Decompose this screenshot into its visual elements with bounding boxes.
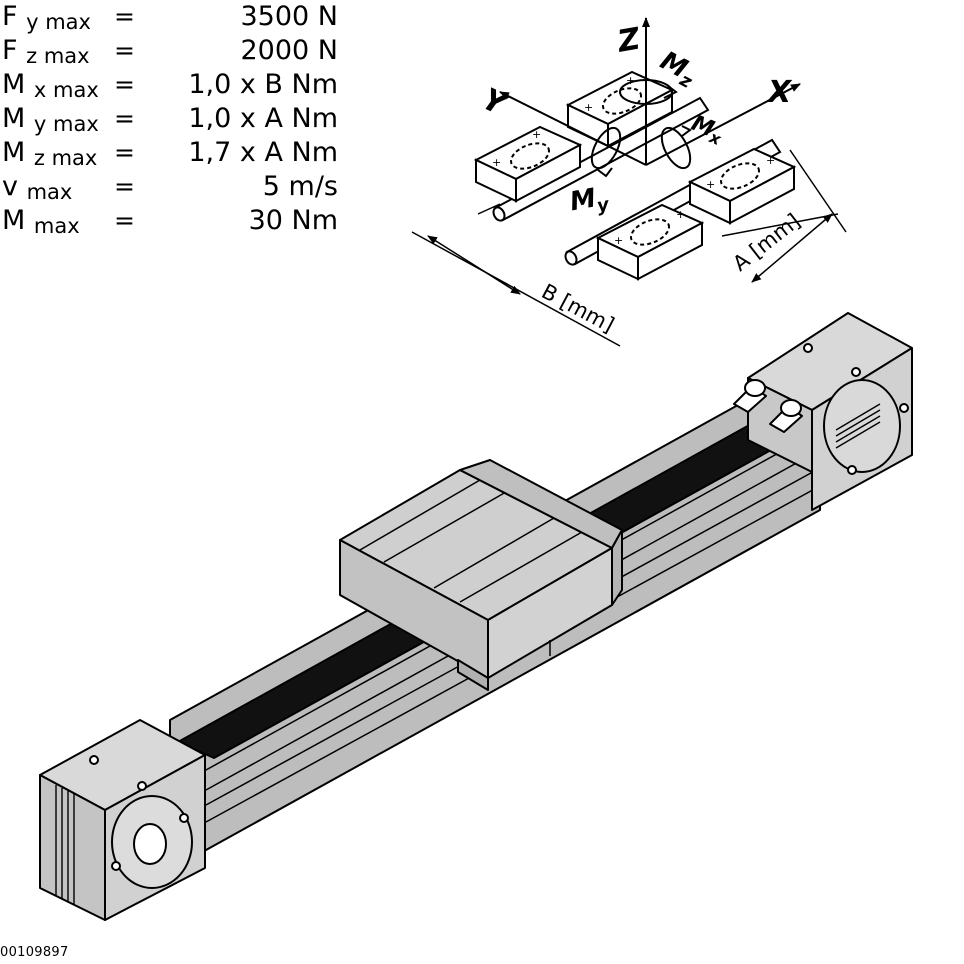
linear-module xyxy=(39,312,913,921)
guide-rail-left xyxy=(492,96,710,222)
my-label: My xyxy=(568,181,612,221)
spec-equals: = xyxy=(114,138,135,167)
spec-symbol: M z max xyxy=(2,136,97,175)
svg-text:+: + xyxy=(626,74,635,87)
spec-row: F z max = 2000 N xyxy=(0,34,360,68)
spec-equals: = xyxy=(114,70,135,99)
spec-symbol-subscript: y max xyxy=(26,10,91,34)
spec-symbol-base: M xyxy=(2,69,26,100)
bumper-left xyxy=(733,379,767,413)
spec-symbol-base: F xyxy=(2,1,18,32)
document-id: 00109897 xyxy=(0,945,69,960)
svg-text:+: + xyxy=(676,208,685,221)
spec-symbol-subscript: max xyxy=(33,214,80,238)
spec-row: M z max = 1,7 x A Nm xyxy=(0,136,360,170)
spec-symbol-base: M xyxy=(2,137,26,168)
spec-symbol: F z max xyxy=(2,34,90,73)
bearing-block-bottom: + + xyxy=(595,203,705,281)
x-axis xyxy=(645,83,801,166)
spec-value: 5 m/s xyxy=(262,171,338,202)
spec-equals: = xyxy=(114,172,135,201)
drive-shaft xyxy=(133,823,167,865)
spec-symbol: F y max xyxy=(2,0,91,39)
carriage xyxy=(339,459,623,691)
spec-symbol: v max xyxy=(2,170,72,209)
spec-table: F y max = 3500 N F z max = 2000 N M x max = 1,0 … xyxy=(0,0,360,250)
end-cap-left xyxy=(39,719,206,921)
x-axis-label: X xyxy=(766,75,793,110)
spec-symbol-subscript: z max xyxy=(33,146,98,170)
spec-row: M x max = 1,0 x B Nm xyxy=(0,68,360,102)
spec-row: M y max = 1,0 x A Nm xyxy=(0,102,360,136)
spec-symbol-subscript: max xyxy=(26,180,73,204)
bumper-right xyxy=(769,399,803,433)
spec-symbol: M y max xyxy=(2,102,99,141)
svg-text:+: + xyxy=(766,154,775,167)
my-moment-arc xyxy=(590,126,622,170)
spec-symbol-base: M xyxy=(2,103,26,134)
y-axis xyxy=(499,91,647,166)
spec-symbol-subscript: z max xyxy=(26,44,90,68)
spec-symbol: M x max xyxy=(2,68,99,107)
mz-moment-arc xyxy=(619,79,673,105)
spec-equals: = xyxy=(114,104,135,133)
z-axis-label: Z xyxy=(614,21,644,60)
spec-symbol-subscript: x max xyxy=(33,78,99,102)
spec-value: 1,0 x B Nm xyxy=(188,69,338,100)
spec-value: 1,7 x A Nm xyxy=(188,137,338,168)
y-axis-label: Y xyxy=(477,82,514,124)
spec-value: 2000 N xyxy=(240,35,339,66)
spec-row: v max = 5 m/s xyxy=(0,170,360,204)
svg-text:+: + xyxy=(584,101,593,114)
svg-text:+: + xyxy=(706,178,715,191)
spec-symbol-base: v xyxy=(2,171,18,202)
spec-symbol-subscript: y max xyxy=(33,112,99,136)
load-diagram: + + + + + + + + xyxy=(411,17,847,347)
spec-row: F y max = 3500 N xyxy=(0,0,360,34)
bearing-block-left: + + xyxy=(473,125,583,203)
spec-symbol-base: F xyxy=(2,35,18,66)
spec-equals: = xyxy=(114,206,135,235)
end-cap-right xyxy=(747,312,913,511)
spec-row: M max = 30 Nm xyxy=(0,204,360,238)
spec-equals: = xyxy=(114,2,135,31)
spec-value: 30 Nm xyxy=(248,205,338,236)
spec-equals: = xyxy=(114,36,135,65)
spec-symbol: M max xyxy=(2,204,80,243)
svg-text:+: + xyxy=(614,234,623,247)
mx-moment-arc xyxy=(660,126,692,170)
spec-value: 3500 N xyxy=(240,1,339,32)
svg-text:+: + xyxy=(532,128,541,141)
bearing-block-right: + + xyxy=(687,147,797,225)
spec-symbol-base: M xyxy=(2,205,26,236)
svg-text:+: + xyxy=(492,156,501,169)
spec-value: 1,0 x A Nm xyxy=(188,103,338,134)
